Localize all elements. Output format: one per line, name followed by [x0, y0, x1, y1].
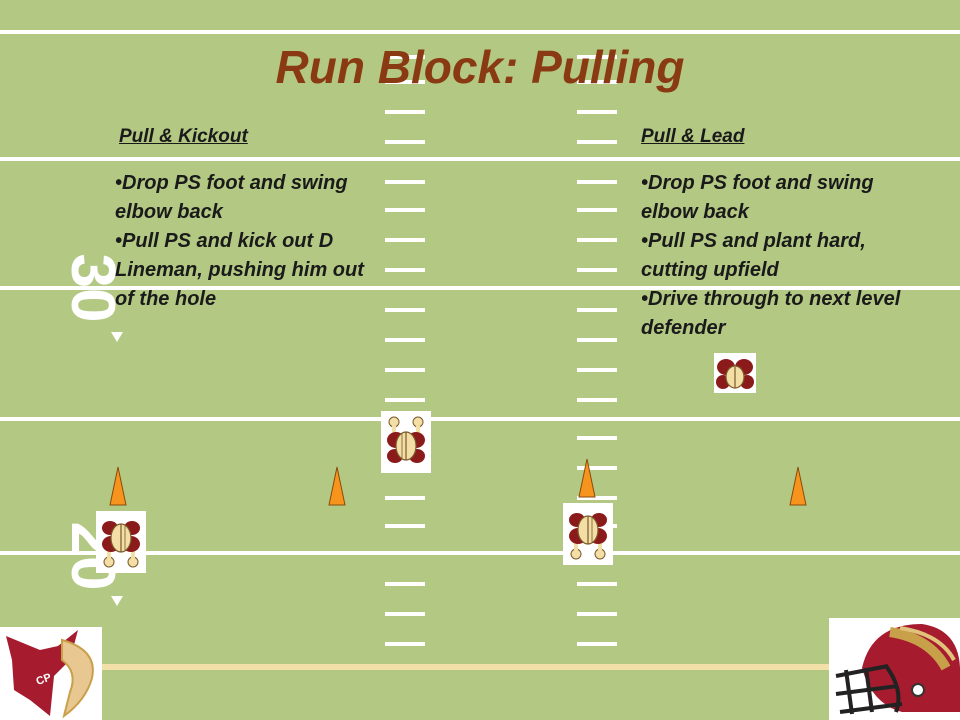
- sideline: [100, 664, 830, 670]
- list-item: Pull PS and plant hard, cutting upfield: [641, 227, 911, 285]
- pull-lead-steps: Drop PS foot and swing elbow back Pull P…: [641, 169, 911, 343]
- team-logo-text: CP: [35, 671, 53, 688]
- yard-arrow-30: [111, 332, 123, 342]
- list-item: Drive through to next level defender: [641, 285, 911, 343]
- football-player-icon: [95, 510, 147, 574]
- pull-kickout-heading: Pull & Kickout: [119, 126, 248, 147]
- slide-title: Run Block: Pulling: [275, 41, 685, 93]
- pull-lead-heading: Pull & Lead: [641, 126, 745, 147]
- pull-kickout-steps: Drop PS foot and swing elbow back Pull P…: [115, 169, 375, 314]
- defender-player-icon: [713, 352, 757, 394]
- list-item: Pull PS and kick out D Lineman, pushing …: [115, 227, 375, 314]
- yard-arrow-20: [111, 596, 123, 606]
- team-logo-icon: CP: [0, 627, 102, 720]
- football-player-icon: [380, 410, 432, 474]
- list-item: Drop PS foot and swing elbow back: [641, 169, 911, 227]
- list-item: Drop PS foot and swing elbow back: [115, 169, 375, 227]
- football-helmet-icon: [829, 618, 960, 720]
- yard-lines: [0, 30, 960, 555]
- football-player-icon: [562, 502, 614, 566]
